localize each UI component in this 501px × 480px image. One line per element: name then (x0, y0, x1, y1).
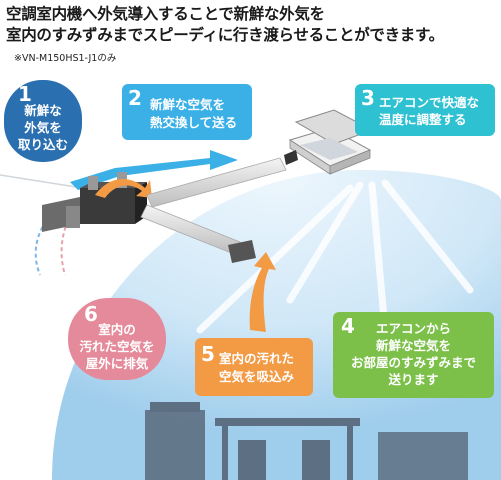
callout-6-number: 6 (84, 302, 98, 326)
callout-1-line-3: 取り込む (17, 137, 68, 152)
callout-5-return: 5 室内の汚れた 空気を吸込み (195, 338, 313, 396)
callout-4-number: 4 (341, 314, 355, 338)
callout-1-line-2: 外気を (24, 120, 62, 135)
ducts (140, 157, 287, 255)
callout-6-line-1: 室内の (98, 322, 136, 337)
headline-line-1: 空調室内機へ外気導入することで新鮮な外気を (6, 5, 325, 23)
callout-2-heat-exchange: 2 新鮮な空気を 熱交換して送る (122, 84, 252, 140)
furniture-silhouettes (145, 402, 468, 480)
headline: 空調室内機へ外気導入することで新鮮な外気を 室内のすみずみまでスピーディに行き渡… (6, 4, 496, 46)
air-streaks (196, 179, 474, 334)
air-conditioner-unit (284, 109, 374, 175)
fresh-air-arrow (70, 150, 238, 190)
callout-6-line-3: 屋外に排気 (85, 356, 149, 371)
callout-4-line-3: お部屋のすみずみまで (350, 355, 476, 370)
callout-5-line-1: 室内の汚れた (219, 351, 295, 366)
callout-2-line-2: 熱交換して送る (150, 115, 238, 130)
callout-4-line-2: 新鮮な空気を (375, 338, 451, 353)
exhaust-arrows (34, 214, 69, 276)
callout-2-line-1: 新鮮な空気を (150, 97, 226, 112)
headline-line-2: 室内のすみずみまでスピーディに行き渡らせることができます。 (6, 26, 444, 44)
callout-1-line-1: 新鮮な (24, 103, 62, 118)
callout-5-line-2: 空気を吸込み (219, 369, 295, 384)
callout-4-distribution: 4 エアコンから 新鮮な空気を お部屋のすみずみまで 送ります (333, 312, 494, 398)
callout-6-exhaust: 6 室内の 汚れた空気を 屋外に排気 (68, 298, 166, 380)
callout-3-temperature: 3 エアコンで快適な 温度に調整する (355, 84, 495, 136)
callout-6-line-2: 汚れた空気を (79, 339, 155, 354)
model-note: ※VN-M150HS1-J1のみ (14, 53, 117, 64)
callout-3-line-2: 温度に調整する (379, 112, 467, 127)
callout-3-line-1: エアコンで快適な (379, 95, 480, 110)
return-vent (228, 240, 256, 263)
ventilation-unit (42, 172, 147, 232)
return-air-arrow-small (95, 178, 152, 198)
callout-4-line-4: 送ります (388, 372, 439, 387)
callout-2-number: 2 (128, 86, 142, 110)
callout-1-intake: 1 新鮮な 外気を 取り込む (4, 80, 82, 162)
callout-3-number: 3 (361, 86, 375, 110)
return-air-arrow-large (249, 252, 276, 332)
callout-4-line-1: エアコンから (375, 321, 451, 336)
callout-1-number: 1 (18, 82, 32, 106)
callout-5-number: 5 (201, 342, 215, 366)
